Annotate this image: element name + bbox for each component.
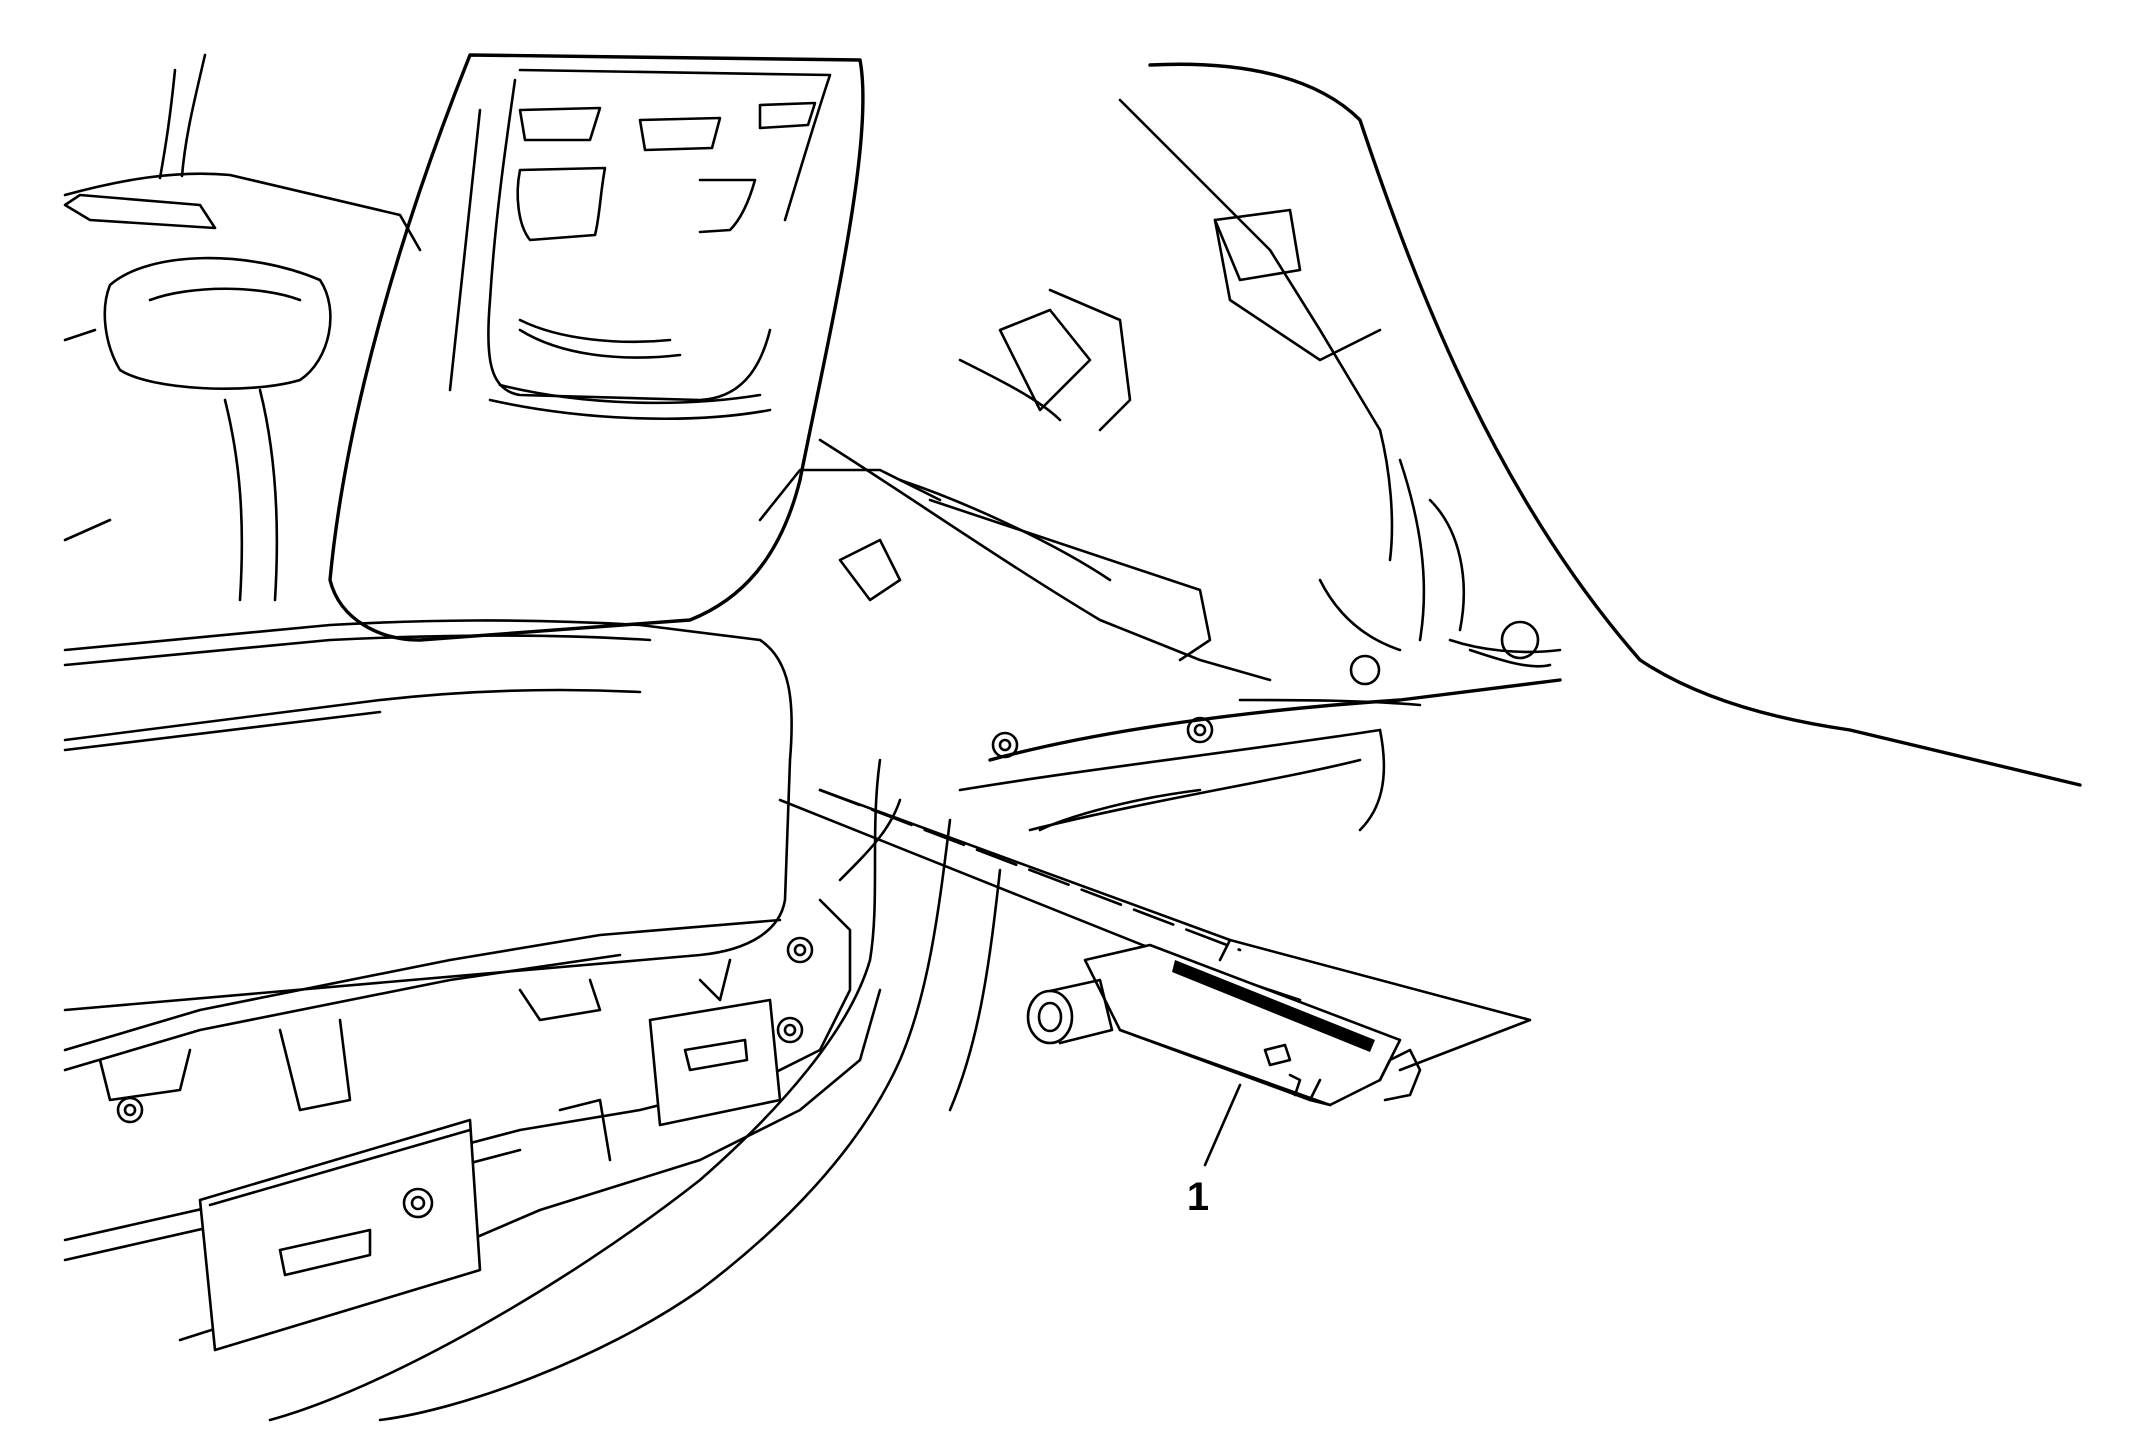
callout-1-label: 1: [1187, 1175, 1209, 1219]
seat-rail-brackets: [63, 716, 1214, 1352]
callout-1: 1: [1187, 1083, 1242, 1219]
callout-1-leader: [1203, 1083, 1242, 1167]
center-console: [758, 62, 2082, 787]
seat-cushion: [63, 619, 793, 1012]
seat-back-rear-panel: [328, 53, 865, 642]
seat-module: [1026, 943, 1422, 1107]
floor-sill: [268, 678, 1562, 1422]
seat-back-outline: [63, 53, 422, 602]
